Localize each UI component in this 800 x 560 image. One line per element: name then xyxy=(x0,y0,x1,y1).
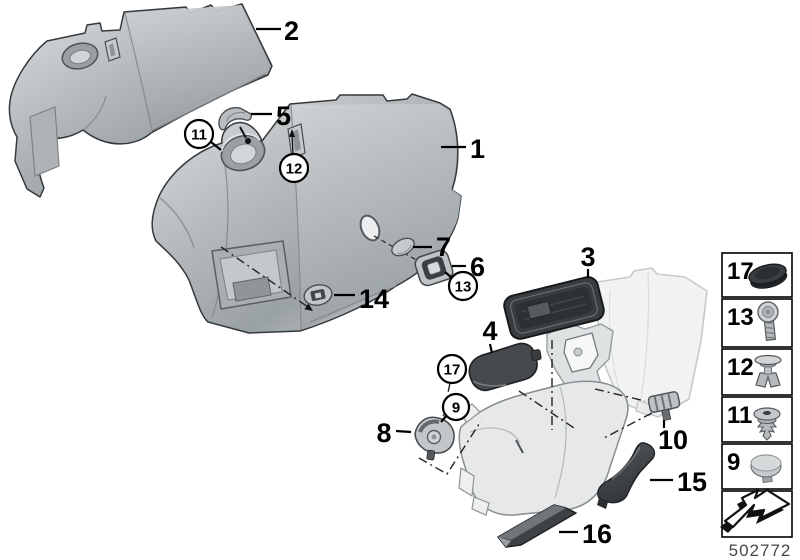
part-3-storage-tray xyxy=(503,276,605,340)
leader-11 xyxy=(210,141,222,151)
leader-4 xyxy=(488,343,494,354)
part-1-storage-recess xyxy=(211,240,292,310)
part-14-clip xyxy=(303,284,333,306)
legend-cell-13: 13 xyxy=(721,298,793,348)
svg-text:9: 9 xyxy=(727,449,740,476)
callout-6[interactable]: 6 xyxy=(470,252,485,282)
leader-8 xyxy=(395,429,412,434)
grommet-clip-icon xyxy=(753,407,781,441)
svg-text:13: 13 xyxy=(727,304,754,331)
legend-cell-17: 17 xyxy=(721,252,793,298)
dashdot-clip10-a xyxy=(594,388,646,402)
callout-7[interactable]: 7 xyxy=(436,232,451,262)
installation-direction-arrow-icon xyxy=(720,488,791,533)
callout-1[interactable]: 1 xyxy=(470,134,485,164)
callout-5[interactable]: 5 xyxy=(276,101,291,131)
part-1-handle-recess xyxy=(220,133,266,172)
expanding-rivet-icon xyxy=(754,354,782,388)
legend-direction-box xyxy=(720,488,793,538)
part-5-cover-cap xyxy=(218,107,252,144)
callout-8[interactable]: 8 xyxy=(376,418,391,448)
svg-text:17: 17 xyxy=(444,362,461,379)
leader-13 xyxy=(444,271,453,279)
callout-9[interactable]: 9 xyxy=(441,392,471,422)
part-2-trunk-trim-panel xyxy=(8,3,273,198)
part-15-trim-wedge xyxy=(597,442,656,509)
callout-4[interactable]: 4 xyxy=(482,316,497,346)
fastener-legend: 17 13 12 xyxy=(720,252,793,538)
part-16-sill-strip xyxy=(497,504,577,548)
arrowhead-12 xyxy=(289,129,295,137)
leader-12 xyxy=(291,135,294,155)
svg-text:11: 11 xyxy=(727,402,752,429)
dashdot-clip10-b xyxy=(603,412,653,439)
ghost-mount-bracket xyxy=(546,323,614,396)
svg-text:11: 11 xyxy=(191,127,207,144)
callout-labels: 2 1 5 7 6 14 3 4 8 10 15 16 11 12 13 17 … xyxy=(183,16,707,549)
arrowhead-clip14 xyxy=(304,303,313,311)
dashdot-panel4-to-housing xyxy=(518,390,575,429)
dashdot-bracket8-to-housing xyxy=(418,420,482,475)
leader-lines xyxy=(210,27,673,534)
legend-cell-12: 12 xyxy=(721,348,793,396)
part-1-oval-hole xyxy=(359,214,381,242)
callout-14[interactable]: 14 xyxy=(359,284,389,314)
ghost-seat-partition xyxy=(596,267,708,418)
part-4-cover-panel xyxy=(468,342,542,392)
blind-plug-icon xyxy=(748,263,788,289)
torx-screw-icon xyxy=(757,301,779,341)
callout-12[interactable]: 12 xyxy=(278,152,310,184)
callout-11[interactable]: 11 xyxy=(183,118,215,150)
drawing-number: 502772 xyxy=(729,541,792,560)
dashdot-clip14-to-recess xyxy=(220,246,309,308)
callout-2[interactable]: 2 xyxy=(284,16,299,46)
svg-text:12: 12 xyxy=(286,161,303,178)
part-7-cap xyxy=(391,237,415,257)
legend-cell-9: 9 xyxy=(721,443,793,490)
cap-plug-icon xyxy=(750,454,782,484)
legend-cell-11: 11 xyxy=(721,396,793,443)
callout-17[interactable]: 17 xyxy=(436,353,468,385)
part-2-handle-recess xyxy=(61,42,99,70)
callout-15[interactable]: 15 xyxy=(677,467,707,497)
callout-16[interactable]: 16 xyxy=(582,519,612,549)
part-6-grommet xyxy=(414,249,454,287)
callout-3[interactable]: 3 xyxy=(580,242,595,272)
svg-text:12: 12 xyxy=(727,354,754,381)
part-10-clip xyxy=(647,391,681,422)
part-8-bracket-cover xyxy=(414,416,455,461)
callout-13[interactable]: 13 xyxy=(447,270,479,302)
part-1-trunk-trim-panel xyxy=(151,93,462,334)
callout-10[interactable]: 10 xyxy=(658,425,688,455)
svg-text:13: 13 xyxy=(455,279,472,296)
svg-text:9: 9 xyxy=(452,400,460,417)
